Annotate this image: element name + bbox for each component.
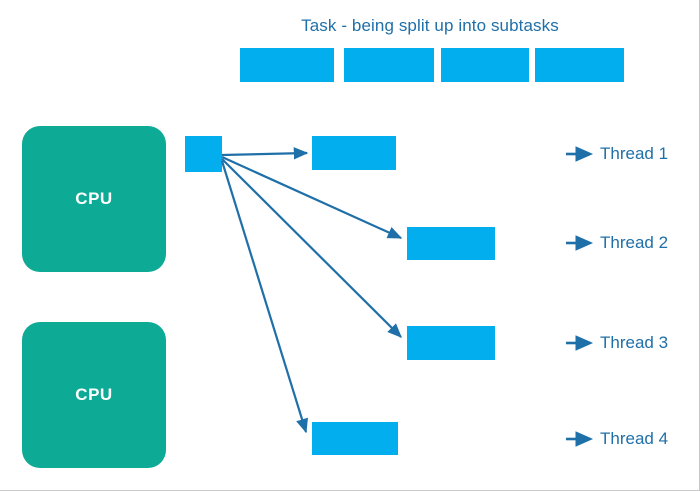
thread-label-3: Thread 3 [600,333,669,352]
thread-label-4: Thread 4 [600,429,669,448]
dispatch-arrow-thread-3 [221,158,402,338]
subtask-block-2 [344,48,434,82]
thread-block-1 [312,136,396,170]
cpu-box-1: CPU [22,126,166,272]
thread-block-4 [312,422,398,455]
cpu-label: CPU [75,385,113,404]
subtask-block-1 [240,48,334,82]
cpu-label: CPU [75,189,113,208]
thread-label-1: Thread 1 [600,144,669,163]
subtask-block-3 [441,48,529,82]
dispatch-arrow-thread-1 [221,147,309,160]
cpu-box-2: CPU [22,322,166,468]
thread-block-3 [407,326,495,360]
thread-label-2: Thread 2 [600,233,669,252]
page-title: Task - being split up into subtasks [301,16,559,35]
thread-block-2 [407,227,495,260]
subtask-block-4 [535,48,624,82]
source-subtask-block [185,136,222,172]
dispatch-arrow-thread-4 [220,160,308,434]
